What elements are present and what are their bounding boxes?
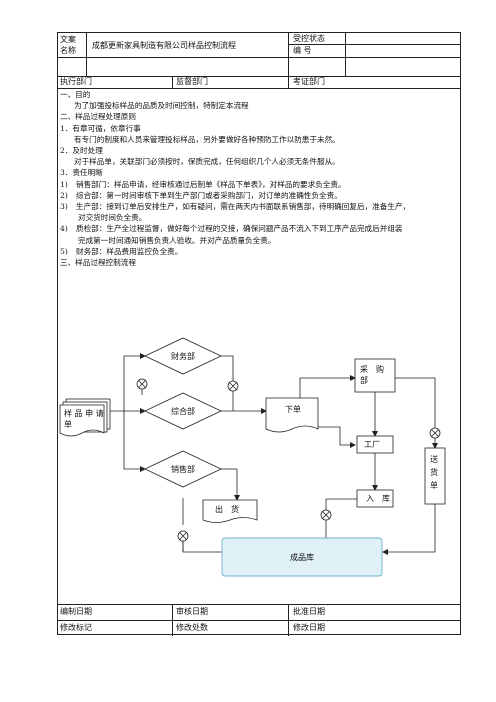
footer-divider (58, 620, 460, 621)
finished-store-label: 成品库 (290, 552, 314, 562)
item-text: 财务部：样品费用监控负全责。 (76, 246, 183, 256)
prepared-date-label: 编制日期 (60, 607, 92, 616)
shipping-label: 出 货 (215, 504, 239, 514)
item-number: 3) (60, 202, 68, 212)
header-column-line (288, 33, 289, 88)
general-dept-node (144, 392, 222, 430)
valve-icon (227, 380, 239, 392)
procedure-body: 一、目的 为了加强投标样品的品质及时间控制，特制定本流程 二、样品过程处理原则 … (60, 89, 458, 268)
warehouse-in-label: 入 库 (366, 493, 390, 503)
header-divider (58, 57, 460, 58)
revision-mark-label: 修改标记 (60, 623, 92, 632)
supervise-dept-label: 监督部门 (176, 77, 208, 86)
sample-request-document (59, 398, 111, 437)
assess-dept-label: 考证部门 (293, 77, 325, 86)
delivery-label-line2: 货 (430, 467, 438, 477)
responsibility-item: 1) 销售部门：样品申请，经审核通过后制单《样品下单表》，对样品的要求负全责。 (60, 179, 458, 190)
item-text-continued: 对交货时间负全责。 (78, 213, 147, 223)
item-number: 2) (60, 190, 68, 200)
section-title: 二、样品过程处理原则 (60, 112, 136, 122)
responsibility-item: 4) 质检部：生产全过程监督，做好每个过程的交接，确保问题产品不流入下到工序产品完… (60, 223, 458, 234)
review-date-label: 审核日期 (176, 607, 208, 616)
footer-column-line (172, 604, 173, 636)
finance-dept-node (144, 337, 222, 375)
sales-dept-label: 销售部 (171, 464, 195, 474)
delivery-label-line1: 送 (430, 454, 438, 464)
paragraph: 为了加强投标样品的品质及时间控制，特制定本流程 (74, 101, 249, 111)
warehouse-in-box (356, 489, 394, 508)
connector (299, 375, 356, 398)
header-column-line (345, 33, 346, 76)
item-number: 1) (60, 179, 68, 189)
connector (325, 498, 357, 510)
revision-count-label: 修改处数 (176, 623, 208, 632)
revision-date-label: 修改日期 (293, 623, 325, 632)
responsibility-item: 2) 综合部：第一时间审核下单到生产部门或者采购部门，对订单的准确性负全责。 (60, 190, 458, 201)
connector (182, 532, 223, 553)
request-label-line1: 样 品 申 请 (64, 408, 104, 418)
purchase-label-line1: 采 购 (360, 364, 384, 374)
item-text-continued: 完成第一时间通知销售负责人验收。并对产品质量负全责。 (78, 235, 276, 245)
section-title: 三、样品过程控制流程 (60, 258, 136, 268)
connector (318, 426, 356, 448)
connector (395, 377, 438, 449)
subsection-title: 2．及时处理 (60, 146, 103, 156)
factory-box (356, 435, 394, 454)
finished-goods-store (221, 537, 383, 577)
valve-icon (177, 530, 189, 542)
valve-icon (429, 427, 441, 439)
item-text: 质检部：生产全过程监督，做好每个过程的交接，确保问题产品不流入下到工序产品完成后… (76, 224, 403, 234)
finance-dept-label: 财务部 (171, 351, 195, 361)
header-divider (288, 44, 461, 45)
request-label-line2: 单 (64, 419, 72, 429)
section-title: 一、目的 (60, 90, 91, 99)
item-text: 综合部：第一时间审核下单到生产部门或者采购部门，对订单的准确性负全责。 (76, 190, 342, 200)
order-document (265, 397, 319, 433)
control-procedure-form: 文案 名称 成都更新家具制造有限公司样品控制流程 受控状态 编 号 执行部门 监… (57, 32, 461, 636)
controlled-status-label: 受控状态 (293, 34, 325, 43)
item-text: 销售部门：样品申请，经审核通过后制单《样品下单表》，对样品的要求负全责。 (76, 179, 346, 189)
footer-column-line (288, 604, 289, 636)
responsibility-item: 5) 财务部：样品费用监控负全责。 (60, 246, 458, 257)
header-divider (58, 88, 460, 89)
order-label: 下单 (285, 404, 301, 414)
purchase-dept-box (354, 358, 396, 393)
factory-label: 工厂 (364, 440, 380, 449)
connector (123, 353, 146, 411)
number-label: 编 号 (293, 46, 312, 55)
header-divider (58, 76, 460, 77)
shipping-document (202, 499, 258, 523)
header-column-line (86, 33, 87, 76)
approve-date-label: 批准日期 (293, 607, 325, 616)
footer-divider (58, 604, 460, 605)
subsection-title: 3．责任明晰 (60, 168, 103, 178)
exec-dept-label: 执行部门 (60, 77, 92, 86)
valve-icon (320, 509, 332, 521)
delivery-label-line3: 单 (430, 480, 438, 490)
subsection-title: 1．有章可循，依章行事 (60, 123, 141, 133)
paragraph: 对于样品单，关联部门必须按时，保质完成，任何组织几个人必须无条件服从。 (74, 157, 340, 167)
connector (382, 504, 436, 555)
valve-icon (136, 378, 148, 390)
general-dept-label: 综合部 (171, 406, 195, 416)
doc-name-label: 文案 (60, 35, 76, 44)
header-column-line (172, 76, 173, 88)
paragraph: 有专门的制度和人员来管理投标样品，另外要做好各种预防工作以防患于未然。 (74, 134, 340, 144)
sales-dept-node (144, 450, 222, 488)
responsibility-item: 3) 生产部：接到订单后安排生产，如有疑问，需在两天内书面联系销售部，待明确回复后… (60, 201, 458, 212)
purchase-label-line2: 部 (360, 375, 368, 385)
connector (221, 355, 234, 382)
document-title: 成都更新家具制造有限公司样品控制流程 (92, 41, 236, 50)
item-number: 5) (60, 246, 68, 256)
delivery-note-box (424, 447, 446, 505)
doc-name-label-line2: 名称 (60, 46, 76, 55)
item-text: 生产部：接到订单后安排生产，如有疑问，需在两天内书面联系销售部，待明确回复后，准… (76, 202, 411, 212)
item-number: 4) (60, 224, 68, 234)
connector (123, 411, 146, 472)
